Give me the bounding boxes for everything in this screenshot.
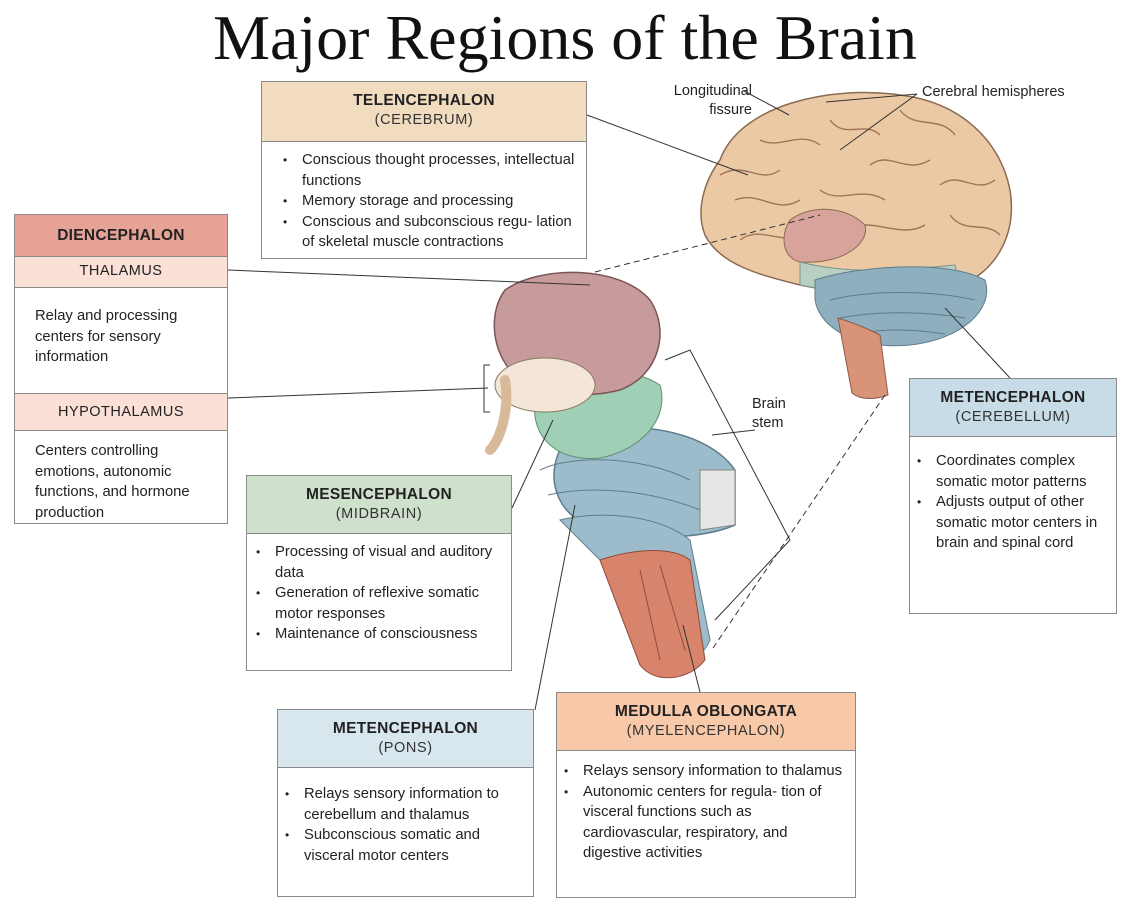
hypothalamus-text: Centers controlling emotions, autonomic … [35,443,190,521]
telencephalon-sub: (CEREBRUM) [374,112,474,128]
whole-brain-drawing [700,91,1013,399]
list-item: Relays sensory information to cerebellum… [284,784,525,825]
list-item: Conscious thought processes, intellectua… [282,150,578,191]
telencephalon-points: Conscious thought processes, intellectua… [262,150,586,253]
medulla-oblongata-name: MEDULLA OBLONGATA [614,703,798,720]
metencephalon-pons-points: Relays sensory information to cerebellum… [278,784,533,866]
mesencephalon-name: MESENCEPHALON [306,486,452,503]
list-item: Memory storage and processing [282,191,578,212]
metencephalon-cerebellum-sub: (CEREBELLUM) [955,409,1071,425]
list-item: Maintenance of consciousness [255,624,503,645]
mesencephalon-sub: (MIDBRAIN) [335,506,423,522]
telencephalon-name: TELENCEPHALON [353,92,495,109]
telencephalon-header: TELENCEPHALON (CEREBRUM) [262,82,586,142]
longitudinal-fissure-line-2: fissure [709,102,752,118]
medulla-oblongata-sub: (MYELENCEPHALON) [626,723,786,739]
longitudinal-fissure-label: Longitudinal fissure [652,82,752,120]
metencephalon-cerebellum-name: METENCEPHALON [940,389,1086,406]
longitudinal-fissure-line-1: Longitudinal [673,83,752,99]
page-title: Major Regions of the Brain [213,2,917,73]
list-item: Relays sensory information to thalamus [563,761,847,782]
thalamus-text: Relay and processing centers for sensory… [35,308,178,365]
diencephalon-box: DIENCEPHALON THALAMUS Relay and processi… [14,214,228,524]
metencephalon-cerebellum-header: METENCEPHALON (CEREBELLUM) [910,379,1116,437]
telencephalon-box: TELENCEPHALON (CEREBRUM) Conscious thoug… [261,81,587,259]
brain-stem-label: Brain stem [752,395,786,433]
diencephalon-name: DIENCEPHALON [57,227,185,244]
leader-lines [227,90,1011,711]
list-item: Conscious and subconscious regu- lation … [282,212,578,253]
medulla-oblongata-box: MEDULLA OBLONGATA (MYELENCEPHALON) Relay… [556,692,856,898]
medulla-oblongata-header: MEDULLA OBLONGATA (MYELENCEPHALON) [557,693,855,751]
metencephalon-pons-sub: (PONS) [378,740,433,756]
hypothalamus-header: HYPOTHALAMUS [15,393,227,431]
metencephalon-cerebellum-points: Coordinates complex somatic motor patter… [910,451,1116,554]
list-item: Coordinates complex somatic motor patter… [916,451,1108,492]
thalamus-header: THALAMUS [15,257,227,288]
list-item: Processing of visual and auditory data [255,542,503,583]
metencephalon-pons-header: METENCEPHALON (PONS) [278,710,533,768]
medulla-oblongata-points: Relays sensory information to thalamus A… [557,761,855,864]
list-item: Autonomic centers for regula- tion of vi… [563,782,847,864]
brain-stem-line-2: stem [752,415,784,431]
metencephalon-pons-name: METENCEPHALON [332,720,479,737]
metencephalon-pons-box: METENCEPHALON (PONS) Relays sensory info… [277,709,534,897]
list-item: Adjusts output of other somatic motor ce… [916,492,1108,554]
dashed-lines [594,214,886,649]
brainstem-drawing [485,271,736,679]
brain-stem-line-1: Brain [752,396,786,412]
diencephalon-header: DIENCEPHALON [15,215,227,257]
cerebral-hemispheres-label: Cerebral hemispheres [922,84,1065,100]
metencephalon-cerebellum-box: METENCEPHALON (CEREBELLUM) Coordinates c… [909,378,1117,614]
list-item: Subconscious somatic and visceral motor … [284,825,525,866]
mesencephalon-header: MESENCEPHALON (MIDBRAIN) [247,476,511,534]
list-item: Generation of reflexive somatic motor re… [255,583,503,624]
mesencephalon-points: Processing of visual and auditory data G… [247,542,511,645]
mesencephalon-box: MESENCEPHALON (MIDBRAIN) Processing of v… [246,475,512,671]
